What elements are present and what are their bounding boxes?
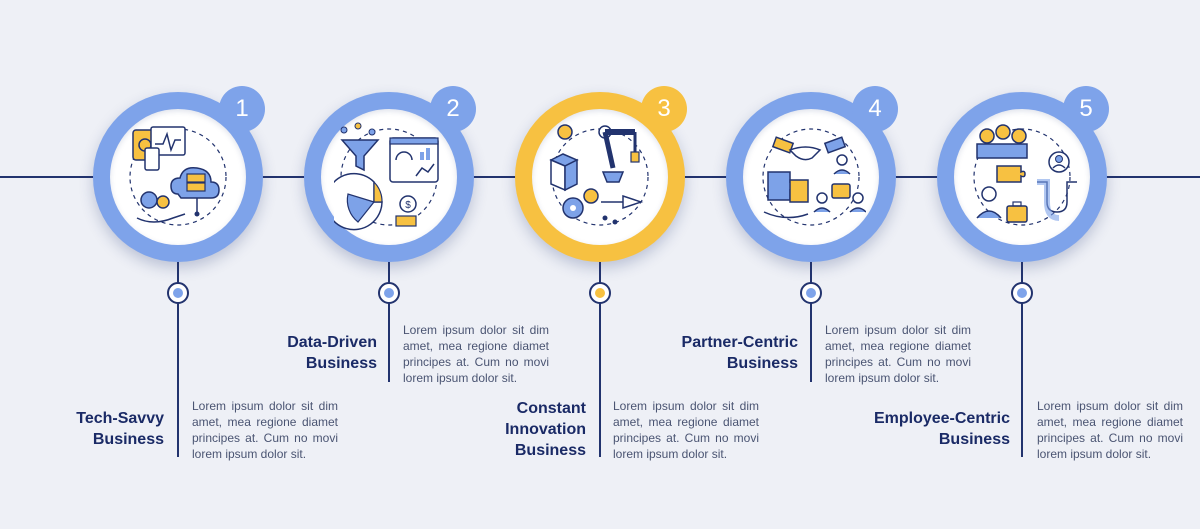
step-title: Employee-Centric Business xyxy=(873,410,1010,448)
timeline-dot xyxy=(800,282,822,304)
step-title: Partner-Centric Business xyxy=(681,334,798,372)
team-magnet-icon xyxy=(973,124,1077,226)
step-number-badge: 4 xyxy=(852,86,898,132)
step-title: Data-Driven Business xyxy=(287,334,377,372)
step-description: Lorem ipsum dolor sit dim amet, mea regi… xyxy=(192,399,338,461)
timeline-dot xyxy=(1011,282,1033,304)
connector-stem xyxy=(1021,262,1023,457)
connector-stem xyxy=(810,262,812,382)
robot-arm-gears-icon xyxy=(549,124,649,226)
step-number-badge: 5 xyxy=(1063,86,1109,132)
timeline-dot xyxy=(167,282,189,304)
handshake-puzzle-icon xyxy=(762,128,866,226)
step-title: Tech-Savvy Business xyxy=(76,410,164,448)
step-number-badge: 3 xyxy=(641,86,687,132)
step-number-badge: 1 xyxy=(219,86,265,132)
step-description: Lorem ipsum dolor sit dim amet, mea regi… xyxy=(825,323,971,385)
connector-stem xyxy=(599,262,601,457)
step-disc xyxy=(743,109,879,245)
step-description: Lorem ipsum dolor sit dim amet, mea regi… xyxy=(1037,399,1183,461)
connector-stem xyxy=(388,262,390,382)
step-title: Constant Innovation Business xyxy=(505,400,586,459)
step-number-badge: 2 xyxy=(430,86,476,132)
data-funnel-chart-icon: $ xyxy=(334,122,439,231)
svg-text:$: $ xyxy=(405,200,411,211)
timeline-dot xyxy=(378,282,400,304)
step-description: Lorem ipsum dolor sit dim amet, mea regi… xyxy=(403,323,549,385)
connector-stem xyxy=(177,262,179,457)
timeline-dot xyxy=(589,282,611,304)
tech-devices-cloud-icon xyxy=(129,126,227,226)
step-description: Lorem ipsum dolor sit dim amet, mea regi… xyxy=(613,399,759,461)
